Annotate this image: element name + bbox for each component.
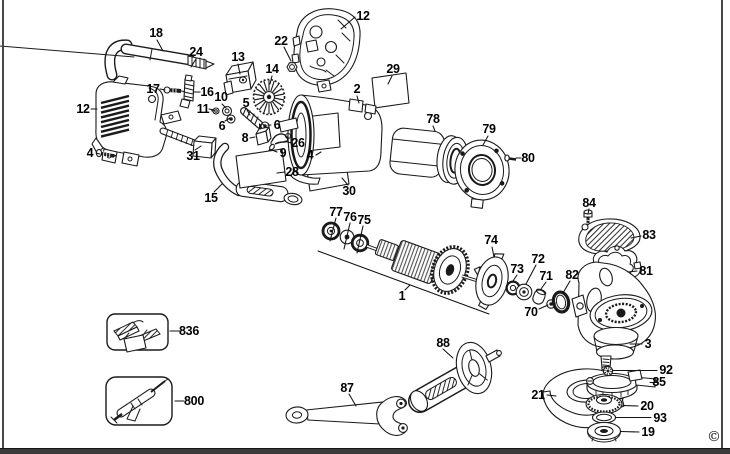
screw-80-drawing [504, 154, 517, 162]
part-label-21-47: 21 [531, 387, 545, 402]
part-label-76-30: 76 [343, 209, 357, 224]
part-label-2-7: 2 [353, 81, 361, 96]
part-label-72-34: 72 [531, 251, 545, 266]
lubricant-kit-800-drawing [105, 376, 173, 426]
part-label-77-29: 77 [329, 204, 343, 219]
part-label-836-41: 836 [179, 323, 199, 338]
part-label-16-9: 16 [200, 84, 214, 99]
leader-lines [90, 16, 659, 433]
part-label-10-10: 10 [214, 89, 228, 104]
terminal-block-31-drawing [159, 127, 217, 159]
part-label-6-16: 6 [273, 117, 281, 132]
carbon-brush-8-drawing [255, 123, 272, 146]
part-label-4-22: 4 [306, 147, 314, 162]
part-label-26-19: 26 [291, 135, 305, 150]
part-label-4-21: 4 [86, 145, 94, 160]
part-label-71-37: 71 [539, 268, 553, 283]
part-label-12-4: 12 [356, 8, 370, 23]
pin-wrench-87-drawing [285, 396, 408, 436]
washer-11-drawing [211, 107, 220, 115]
part-label-29-6: 29 [386, 61, 400, 76]
part-label-88-43: 88 [436, 335, 450, 350]
flange-nut-19-drawing [586, 421, 622, 443]
washer-92-drawing [602, 365, 614, 377]
part-label-8-18: 8 [241, 130, 249, 145]
side-handle-88-drawing [408, 341, 502, 413]
bearing-flange-79-drawing [454, 139, 510, 209]
flange-20-drawing [585, 393, 623, 415]
part-label-92-44: 92 [659, 362, 673, 377]
screw-4-left-drawing [95, 148, 117, 158]
washer-10-drawing [221, 105, 233, 117]
part-label-84-28: 84 [582, 195, 596, 210]
part-label-82-38: 82 [565, 267, 579, 282]
part-label-70-40: 70 [524, 304, 538, 319]
part-label-75-31: 75 [357, 212, 371, 227]
fan-14-drawing [252, 78, 286, 116]
label-sticker-29-drawing [371, 72, 410, 109]
part-label-14-5: 14 [265, 61, 279, 76]
part-label-30-26: 30 [342, 183, 356, 198]
brush-box-13-drawing [223, 61, 257, 96]
part-label-19-51: 19 [641, 424, 655, 439]
part-label-31-24: 31 [186, 148, 200, 163]
part-label-79-17: 79 [482, 121, 496, 136]
part-label-83-32: 83 [642, 227, 656, 242]
left-border [2, 0, 4, 448]
screw-17-drawing [163, 86, 185, 94]
part-label-800-48: 800 [184, 393, 204, 408]
part-label-17-8: 17 [146, 81, 160, 96]
part-label-20-49: 20 [640, 398, 654, 413]
gear-case-3-drawing [571, 261, 656, 372]
part-label-6-15: 6 [218, 118, 226, 133]
part-label-22-3: 22 [274, 33, 288, 48]
nut-22-drawing [286, 62, 298, 72]
ring-93-drawing [591, 411, 617, 424]
part-label-78-14: 78 [426, 111, 440, 126]
part-label-3-42: 3 [644, 336, 652, 351]
part-label-18-0: 18 [149, 25, 163, 40]
part-label-80-23: 80 [521, 150, 535, 165]
brush-holder-16-drawing [179, 74, 195, 109]
o-ring-82-drawing [551, 290, 571, 314]
part-label-12-13: 12 [76, 101, 90, 116]
part-label-74-33: 74 [484, 232, 498, 247]
part-label-85-45: 85 [652, 374, 666, 389]
part-label-1-39: 1 [398, 288, 406, 303]
part-label-15-27: 15 [204, 190, 218, 205]
label-sticker-28-drawing [235, 148, 287, 189]
washer-72-drawing [515, 283, 533, 301]
footer-bar [0, 448, 730, 454]
part-label-11-12: 11 [196, 101, 210, 116]
copyright-mark: © [707, 429, 721, 445]
brush-service-kit-836-drawing [106, 313, 169, 353]
part-label-73-35: 73 [510, 261, 524, 276]
part-label-5-11: 5 [242, 95, 250, 110]
side-handle-assembly-drawing [0, 39, 215, 81]
part-label-87-46: 87 [340, 380, 354, 395]
part-label-93-50: 93 [653, 410, 667, 425]
part-label-28-25: 28 [285, 164, 299, 179]
lever-15-drawing [213, 142, 303, 206]
part-label-13-2: 13 [231, 49, 245, 64]
part-label-24-1: 24 [189, 44, 203, 59]
part-label-9-20: 9 [279, 145, 287, 160]
right-border [721, 0, 723, 448]
bushing-71-drawing [532, 288, 547, 305]
part-label-81-36: 81 [639, 263, 653, 278]
motor-housing-2-drawing [278, 94, 383, 185]
